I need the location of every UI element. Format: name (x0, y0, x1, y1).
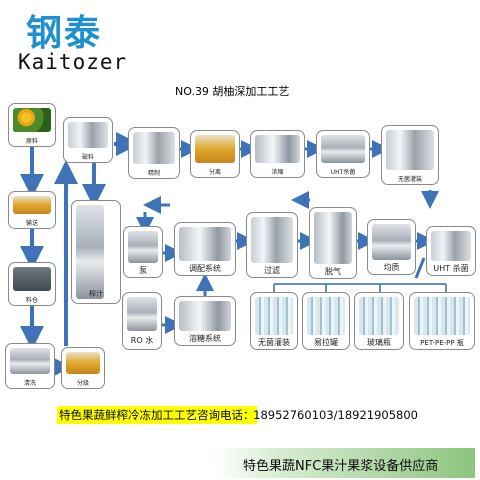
node-label: 分级 (76, 380, 89, 387)
silo-image (13, 267, 51, 291)
flow-arrows (20, 132, 140, 379)
footer-text: 特色果蔬NFC果汁果浆设备供应商 (243, 459, 439, 474)
brand-logo-english: Kaitozer (18, 50, 128, 74)
homogenize-image (372, 224, 411, 260)
diagram-title: NO.39 胡柚深加工工艺 (175, 85, 290, 98)
node-label: 易拉罐 (314, 338, 338, 347)
node-uht-top: UHT杀菌 (316, 130, 370, 178)
aseptic-fill-image (255, 297, 293, 335)
separate-image (195, 135, 235, 163)
can-image (307, 297, 345, 335)
ro-water-image (127, 297, 157, 331)
node-blend: 调配系统 (174, 222, 236, 276)
concentrate-image (255, 135, 300, 163)
node-label: 无菌灌装 (397, 176, 422, 183)
node-sort: 分级 (61, 347, 105, 389)
node-label: 输送 (25, 220, 38, 227)
node-label: 脱气 (325, 267, 341, 276)
node-transport: 输送 (8, 191, 56, 229)
wash-image (10, 348, 50, 374)
node-ro-water: RO 水 (122, 292, 162, 350)
uht-image (431, 231, 471, 261)
peel-image (68, 122, 108, 148)
node-press: 榨汁 (71, 200, 121, 304)
node-refine: 精制 (128, 127, 180, 179)
sort-image (66, 352, 100, 374)
node-glass: 玻璃瓶 (354, 292, 404, 350)
node-silo: 料仓 (8, 262, 56, 306)
uht-top-image (321, 135, 365, 163)
node-label: 过滤 (264, 266, 280, 275)
node-label: 料仓 (25, 297, 38, 304)
node-wash: 清洗 (5, 343, 55, 389)
flow-connectors (20, 132, 447, 379)
node-aseptic-fill: 无菌灌装 (250, 292, 298, 350)
node-label: 泵 (139, 266, 147, 275)
pump-image (128, 231, 158, 263)
node-pump: 泵 (123, 226, 163, 278)
node-label: 破料 (81, 154, 94, 161)
pet-image (414, 297, 470, 335)
node-label: 无菌灌装 (258, 338, 290, 347)
footer-banner: 特色果蔬NFC果汁果浆设备供应商 (213, 448, 475, 478)
blend-image (179, 227, 231, 261)
contact-phones: 18952760103/18921905800 (253, 408, 418, 422)
node-concentrate: 浓缩 (250, 130, 305, 178)
node-can: 易拉罐 (302, 292, 350, 350)
glass-image (359, 297, 399, 335)
node-label: 调配系统 (189, 264, 221, 273)
node-label: 榨汁 (89, 290, 103, 298)
sugar-image (179, 301, 231, 331)
node-label: 浓缩 (271, 169, 284, 176)
node-label: 原料 (25, 138, 38, 145)
brand-logo-chinese: 钢泰 (26, 12, 103, 54)
transport-image (13, 196, 51, 214)
node-homogenize: 均质 (367, 219, 416, 275)
node-label: 玻璃瓶 (367, 338, 391, 347)
node-label: UHT杀菌 (330, 169, 356, 176)
node-label: RO 水 (130, 336, 154, 345)
contact-label: 特色果蔬鲜榨冷冻加工工艺咨询电话： (57, 406, 257, 424)
node-sugar: 溶糖系统 (174, 296, 236, 346)
arrow-uht-fill (414, 257, 426, 279)
node-deaerate: 脱气 (309, 207, 357, 279)
aseptic-top-image (386, 130, 434, 170)
node-label: 精制 (147, 170, 160, 177)
node-raw-material: 原料 (8, 103, 56, 147)
deaerate-image (314, 212, 352, 264)
node-peel: 破料 (63, 117, 113, 163)
node-label: 清洗 (23, 380, 36, 387)
node-label: 溶糖系统 (189, 334, 221, 343)
node-label: 均质 (383, 263, 400, 272)
node-label: PET-PE-PP 瓶 (420, 339, 464, 347)
node-uht: UHT 杀菌 (426, 226, 476, 276)
press-image (76, 205, 104, 299)
filter-image (251, 217, 293, 263)
refine-image (133, 132, 175, 164)
raw-material-image (13, 108, 51, 132)
node-separate: 分离 (190, 130, 240, 178)
node-aseptic-top: 无菌灌装 (381, 125, 439, 185)
node-pet: PET-PE-PP 瓶 (409, 292, 475, 350)
node-label: 分离 (208, 169, 221, 176)
node-label: UHT 杀菌 (433, 264, 469, 273)
node-filter: 过滤 (246, 212, 298, 278)
